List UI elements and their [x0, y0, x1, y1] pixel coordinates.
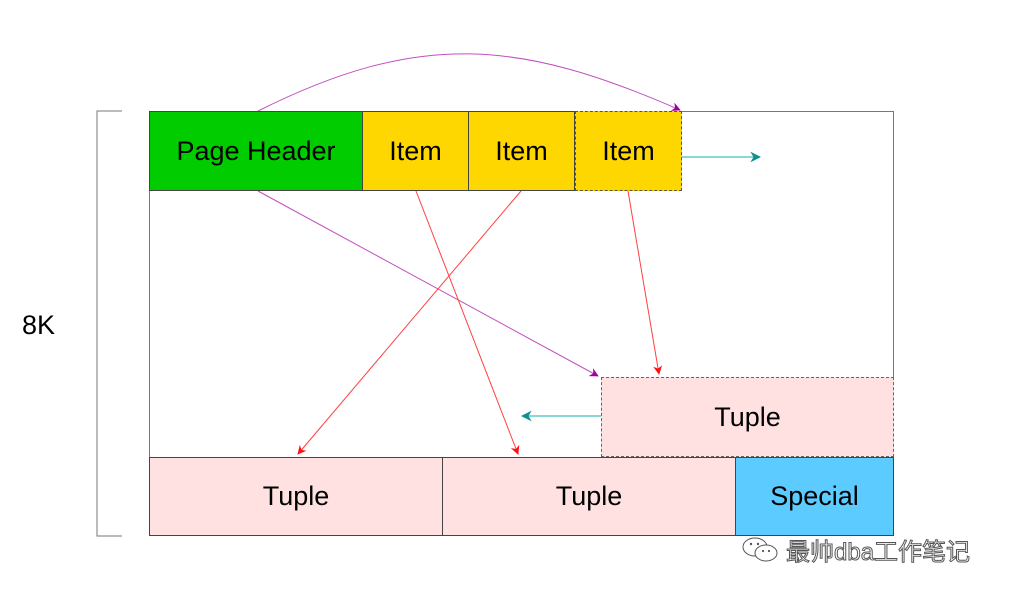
special-label: Special: [770, 481, 859, 511]
arrow-item2-to-tuple1: [297, 190, 522, 455]
page-header-block: Page Header: [149, 111, 363, 191]
special-block: Special: [735, 457, 894, 536]
arrow-header-to-free-end: [257, 190, 599, 377]
item-block: Item: [468, 111, 575, 191]
tuple-block: Tuple: [442, 457, 736, 536]
item-label: Item: [389, 135, 442, 166]
tuple-label: Tuple: [555, 481, 623, 511]
arrow-header-to-free-start: [257, 53, 681, 112]
wechat-icon: [742, 537, 778, 561]
item-label: Item: [602, 135, 655, 166]
item-label: Item: [495, 135, 548, 166]
tuple-label: Tuple: [262, 481, 330, 511]
watermark-text: 最帅dba工作笔记: [785, 539, 971, 567]
watermark: 最帅dba工作笔记: [740, 532, 971, 567]
arrow-item1-to-tuple2: [415, 190, 520, 455]
page-size-label: 8K: [22, 310, 56, 340]
arrow-item3-to-new-tuple: [627, 190, 663, 375]
new-item-block: Item: [575, 111, 682, 191]
size-bracket: [96, 110, 122, 537]
page-header-label: Page Header: [176, 135, 336, 166]
tuple-block: Tuple: [149, 457, 443, 536]
tuple-label: Tuple: [714, 401, 781, 432]
new-tuple-block: Tuple: [601, 377, 894, 457]
item-block: Item: [362, 111, 469, 191]
